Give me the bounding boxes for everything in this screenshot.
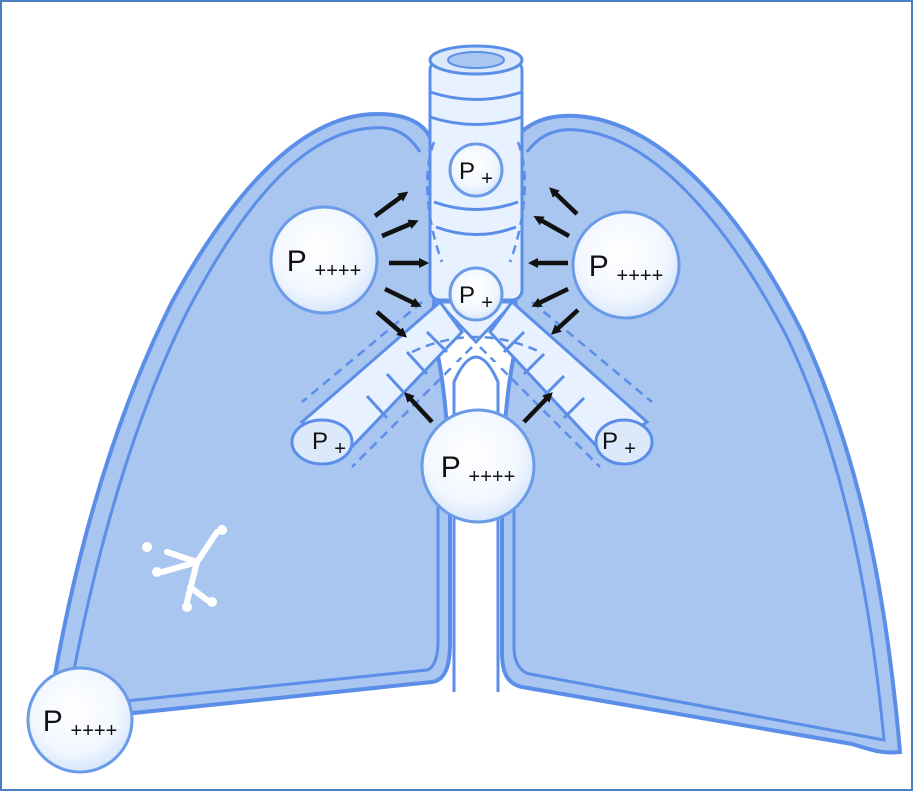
- high-pressure-right: P ++++: [573, 212, 679, 318]
- right-lung: [502, 116, 900, 753]
- low-pressure-trachea-upper: P +: [450, 144, 502, 196]
- high-pressure-pleural: P ++++: [28, 668, 132, 772]
- high-pressure-mediastinum: P ++++: [422, 410, 534, 522]
- low-pressure-trachea-lower: P +: [450, 268, 502, 320]
- high-pressure-left: P ++++: [271, 207, 377, 313]
